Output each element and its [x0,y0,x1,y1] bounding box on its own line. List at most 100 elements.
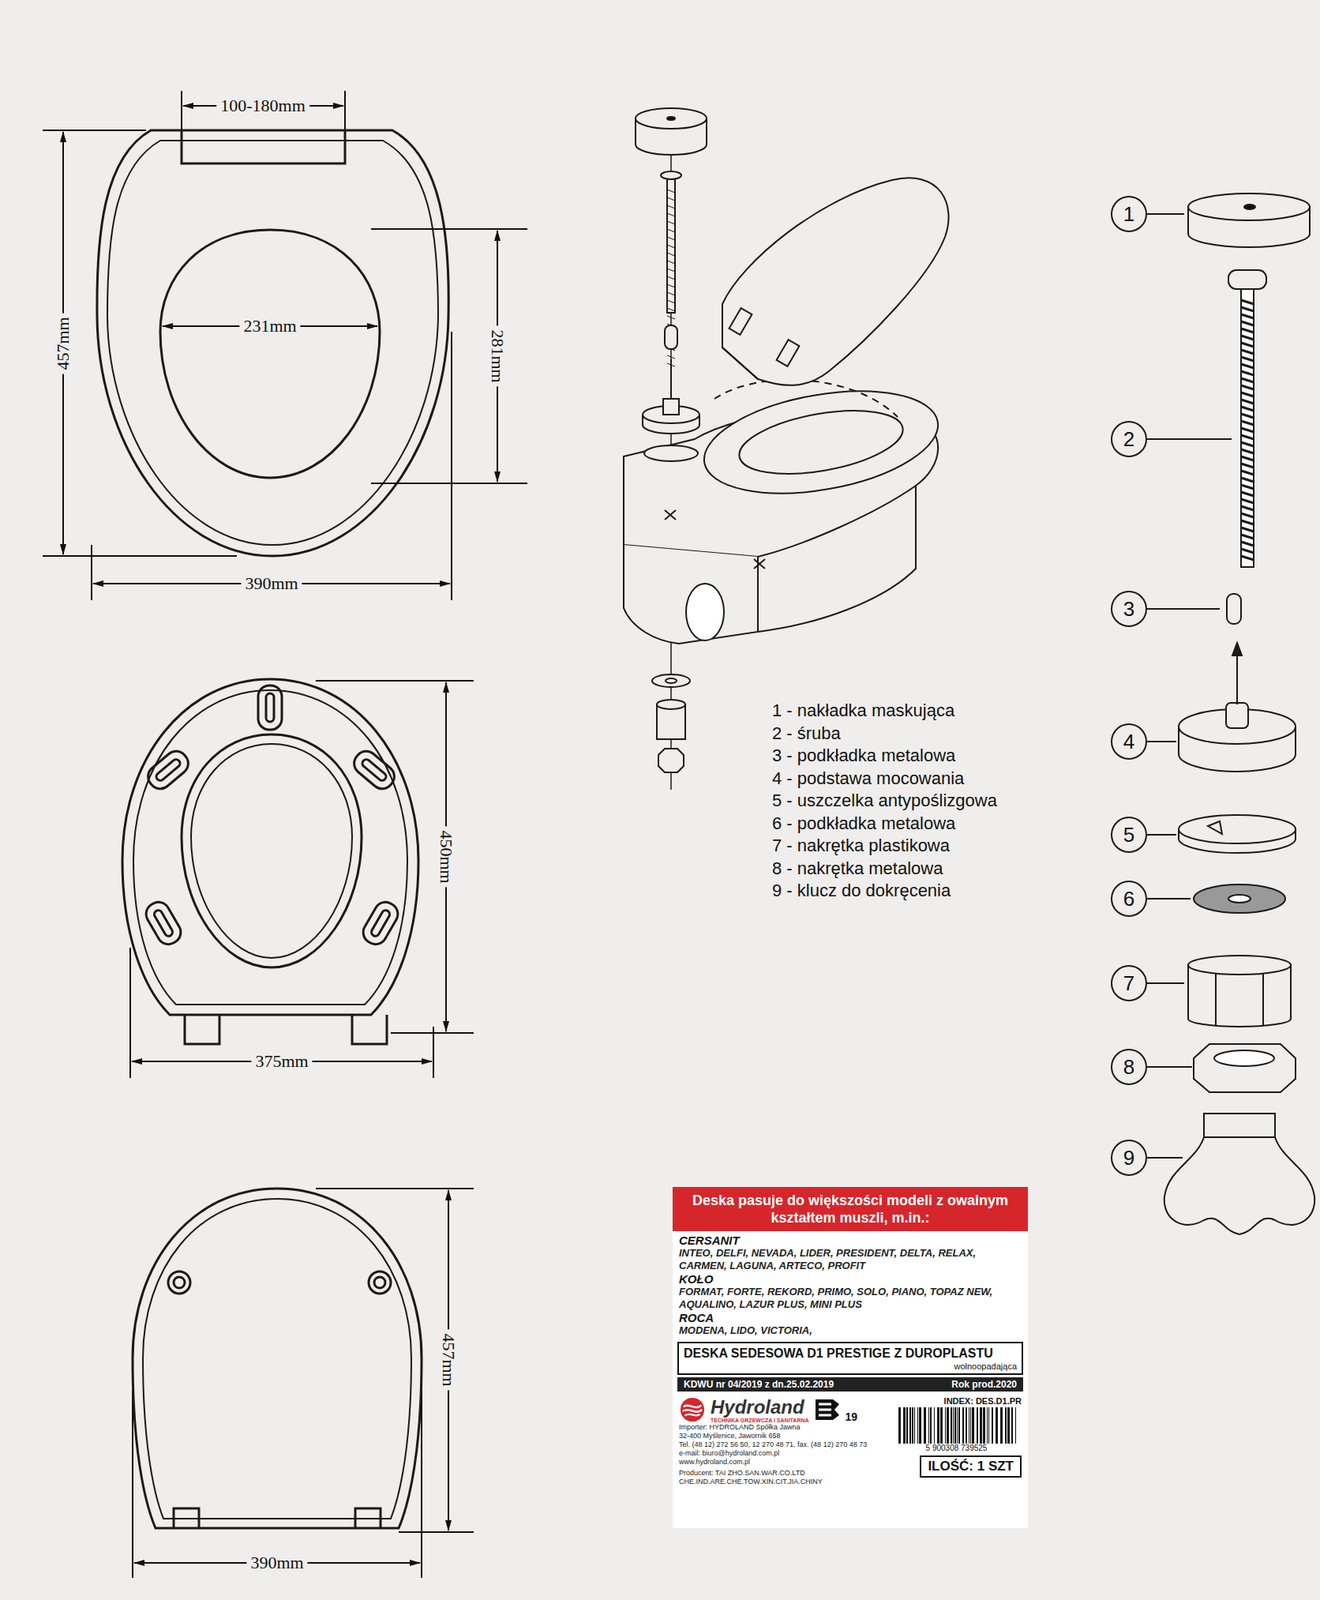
seat-underside-view-part-part [360,757,388,783]
part-drawings-part [1214,1050,1275,1066]
exploded-assembly-part [656,699,686,709]
barcode-bar [1000,1406,1003,1444]
exploded-assembly-part [663,398,679,415]
seat-underside-view-part [133,690,408,1005]
exploded-assembly-part [757,485,916,632]
barcode-column: INDEX: DES.D1.PR5 900308 739525ILOŚĆ: 1 … [891,1395,1022,1486]
lid-top-view [132,1188,422,1528]
barcode-bar [976,1406,979,1444]
seat-underside-view-part-part [370,908,392,938]
exploded-assembly-part [729,307,753,335]
part-drawings-part [1188,193,1310,221]
exploded-assembly-part [652,674,690,687]
seat-underside-view-part [184,1014,220,1044]
barcode-bar [933,1406,935,1444]
barcode-bar [911,1406,914,1444]
part-callouts-part [1146,897,1191,900]
barcode-bar [928,1406,930,1444]
barcode-bar [940,1406,943,1444]
model-list: FORMAT, FORTE, REKORD, PRIMO, SOLO, PIAN… [678,1285,1022,1311]
exploded-assembly-part [664,325,678,349]
importer-line: 32-400 Myślenice, Jawornik 658 [678,1431,889,1440]
dimension-label: 457mm [52,312,74,374]
barcode-bar [914,1406,915,1444]
dimension-lines-part [371,482,528,484]
part-drawings-part [1226,593,1242,624]
part-drawings-part [1228,270,1267,289]
barcode-bar [971,1406,975,1444]
seat-underside-view-part [349,746,399,794]
exploded-assembly-part [776,339,800,367]
barcode-bar [965,1406,968,1444]
importer-line: CHE.IND.ARE.CHE.TOW.XIN.CIT.JIA.CHINY [678,1477,889,1486]
model-list: INTEO, DELFI, NEVADA, LIDER, PRESIDENT, … [678,1246,1022,1272]
brand-name: CERSANIT [678,1233,1022,1247]
exploded-assembly-part [665,678,677,683]
part-drawings-part [1241,287,1254,567]
product-box: DESKA SEDESOWA D1 PRESTIGE Z DUROPLASTUw… [677,1341,1024,1375]
callout-number: 2 [1111,421,1147,457]
part-drawings-part [1226,702,1249,728]
importer-line: e-mail: biuro@hydroland.com.pl [678,1448,889,1458]
product-index: INDEX: DES.D1.PR [944,1395,1022,1406]
dimension-lines-part [180,90,183,131]
barcode-bar [918,1406,922,1444]
part-drawings-part [1215,973,1217,1025]
parts-list-item: 9 - klucz do dokręcenia [772,880,951,901]
importer-column: HydrolandTECHNIKA GRZEWCZA I SANITARNA19… [678,1395,889,1486]
barcode-bar [952,1406,954,1444]
part-callouts-part [1111,817,1147,852]
lid-top-view-part [168,1271,191,1294]
part-drawings-part [1164,1113,1315,1234]
dimension-lines-part [450,331,453,600]
parts-list-item: 2 - śruba [772,723,841,744]
seat-underside-view-part [143,746,193,794]
dimension-lines-part [420,1389,423,1578]
part-callouts-part [1146,740,1177,743]
barcode-bar [946,1406,949,1444]
part-drawings-part [1193,1043,1296,1092]
barcode-bar [1015,1406,1017,1444]
barcode-bar [1005,1406,1007,1444]
lid-top-view-part [142,1198,412,1519]
callout-number: 5 [1111,817,1147,852]
dimension-lines-part [371,228,528,230]
barcode-bar [986,1406,988,1444]
part-callouts-part [1111,965,1147,1001]
exploded-assembly-part [753,558,765,569]
sticker-footer: HydrolandTECHNIKA GRZEWCZA I SANITARNA19… [672,1392,1028,1486]
barcode-bar [991,1406,994,1444]
importer-line: Producent: TAI ZHO.SAN.WAR.CO.LTD [678,1468,889,1478]
exploded-assembly-part [722,303,758,379]
dimension-lines [42,90,528,1578]
seat-underside-view-part-part [153,908,175,938]
barcode-bar [982,1406,986,1444]
mark-shape [815,1398,840,1420]
brand-list: CERSANITINTEO, DELFI, NEVADA, LIDER, PRE… [672,1230,1028,1339]
mark-stripes [818,1403,832,1415]
dimension-lines-part [42,555,237,557]
part-drawings-part [1232,642,1242,656]
part-callouts-part [1111,1049,1147,1084]
dimension-lines-part [131,1389,134,1578]
node-text: Deska pasuje do większości modeli z owal… [680,1191,1020,1227]
node-text: KDWU nr 04/2019 z dn.25.02.2019 [683,1378,834,1390]
brand-name: ROCA [678,1310,1022,1324]
part-callouts-part [1146,607,1220,610]
dimension-label: 457mm [438,1328,459,1390]
header-band: Deska pasuje do większości modeli z owal… [672,1186,1028,1231]
callout-number: 6 [1111,881,1147,916]
part-drawings-part [1207,821,1223,834]
seat-underside-view-part [258,685,282,730]
seat-underside-view-part [122,678,419,1015]
dimension-lines-part [315,1187,474,1189]
barcode-bar [962,1406,964,1444]
lid-top-view-part [374,1276,386,1288]
callout-number: 1 [1111,196,1147,232]
seat-top-view-part [107,140,439,545]
part-callouts-part [1111,196,1147,232]
part-callouts-part [1146,1065,1193,1068]
part-drawings-part [1193,884,1286,913]
seat-underside-view-part [142,897,185,948]
